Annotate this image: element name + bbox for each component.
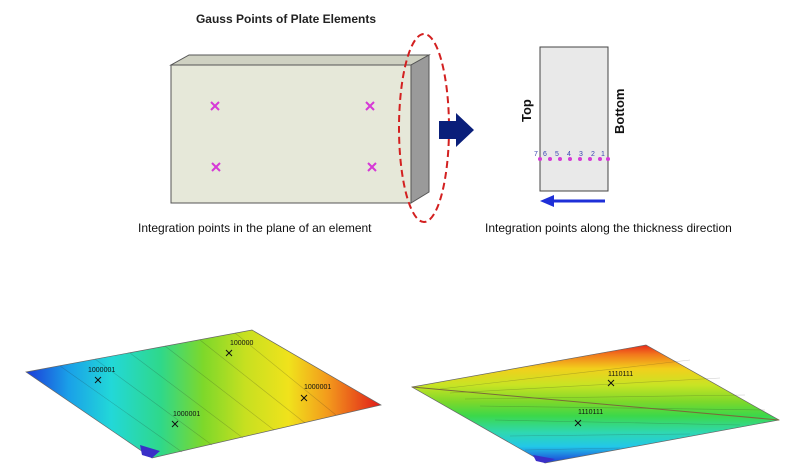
contour-bands-left <box>59 332 337 453</box>
contour-diagonal-right <box>411 386 780 421</box>
thickness-point-dot <box>568 157 572 161</box>
thickness-point-number: 7 <box>534 151 538 158</box>
gauss-point-marker <box>574 419 582 427</box>
thickness-point-dot <box>598 157 602 161</box>
contour-label: 1000001 <box>88 367 115 374</box>
thickness-point-dot <box>548 157 552 161</box>
contour-label: 100000 <box>230 340 253 347</box>
contour-label: 1000001 <box>173 411 200 418</box>
thickness-caption: Integration points along the thickness d… <box>485 221 732 235</box>
thickness-point-dot <box>588 157 592 161</box>
gauss-point-marker <box>300 394 308 402</box>
thickness-point-number: 1 <box>601 151 605 158</box>
gauss-point-marker <box>211 162 221 172</box>
contour-plate-left <box>25 329 382 459</box>
thickness-point-dot <box>606 157 610 161</box>
plane-caption: Integration points in the plane of an el… <box>138 221 372 235</box>
thickness-gauss-points <box>538 157 610 161</box>
contour-label: 1000001 <box>304 384 331 391</box>
thickness-top-label: Top <box>519 99 534 122</box>
thickness-point-number: 3 <box>579 151 583 158</box>
contour-labels-left: 1000001 100000 1000001 1000001 <box>88 340 331 418</box>
contour-labels-right: 1110111 1110111 <box>578 371 633 416</box>
thickness-point-number: 2 <box>591 151 595 158</box>
plate-side-face <box>410 54 430 204</box>
thickness-bottom-label: Bottom <box>612 88 627 135</box>
contour-corner-left <box>140 445 160 458</box>
transition-arrow-icon <box>439 113 474 147</box>
gauss-point-marker <box>365 101 375 111</box>
thickness-point-numbers: 7 6 5 4 3 2 1 <box>534 151 605 158</box>
thickness-point-dot <box>558 157 562 161</box>
contour-corner-right <box>533 455 555 463</box>
gauss-point-marker <box>171 420 179 428</box>
contour-label: 1110111 <box>608 371 633 378</box>
thickness-point-dot <box>578 157 582 161</box>
direction-arrow-icon <box>540 195 605 207</box>
plate-element <box>169 54 431 204</box>
gauss-point-marker <box>210 101 220 111</box>
plate-top-face <box>169 54 431 66</box>
contour-markers-left <box>94 349 308 428</box>
edge-highlight-ellipse <box>398 33 450 223</box>
contour-plot-left: 1000001 100000 1000001 1000001 <box>25 329 382 459</box>
gauss-point-marker <box>94 376 102 384</box>
contour-plot-right: 1110111 1110111 <box>410 344 781 464</box>
gauss-point-marker <box>225 349 233 357</box>
thickness-point-dot <box>538 157 542 161</box>
gauss-point-marker <box>367 162 377 172</box>
gauss-point-marker <box>607 379 615 387</box>
thickness-section <box>539 46 609 192</box>
diagram-title: Gauss Points of Plate Elements <box>195 12 377 26</box>
thickness-point-number: 4 <box>567 151 571 158</box>
in-plane-gauss-points <box>210 101 377 172</box>
thickness-point-number: 5 <box>555 151 559 158</box>
contour-markers-right <box>574 379 615 427</box>
contour-bands-right <box>439 359 766 451</box>
thickness-point-number: 6 <box>543 151 547 158</box>
contour-label: 1110111 <box>578 409 603 416</box>
plate-front-face <box>170 64 412 204</box>
